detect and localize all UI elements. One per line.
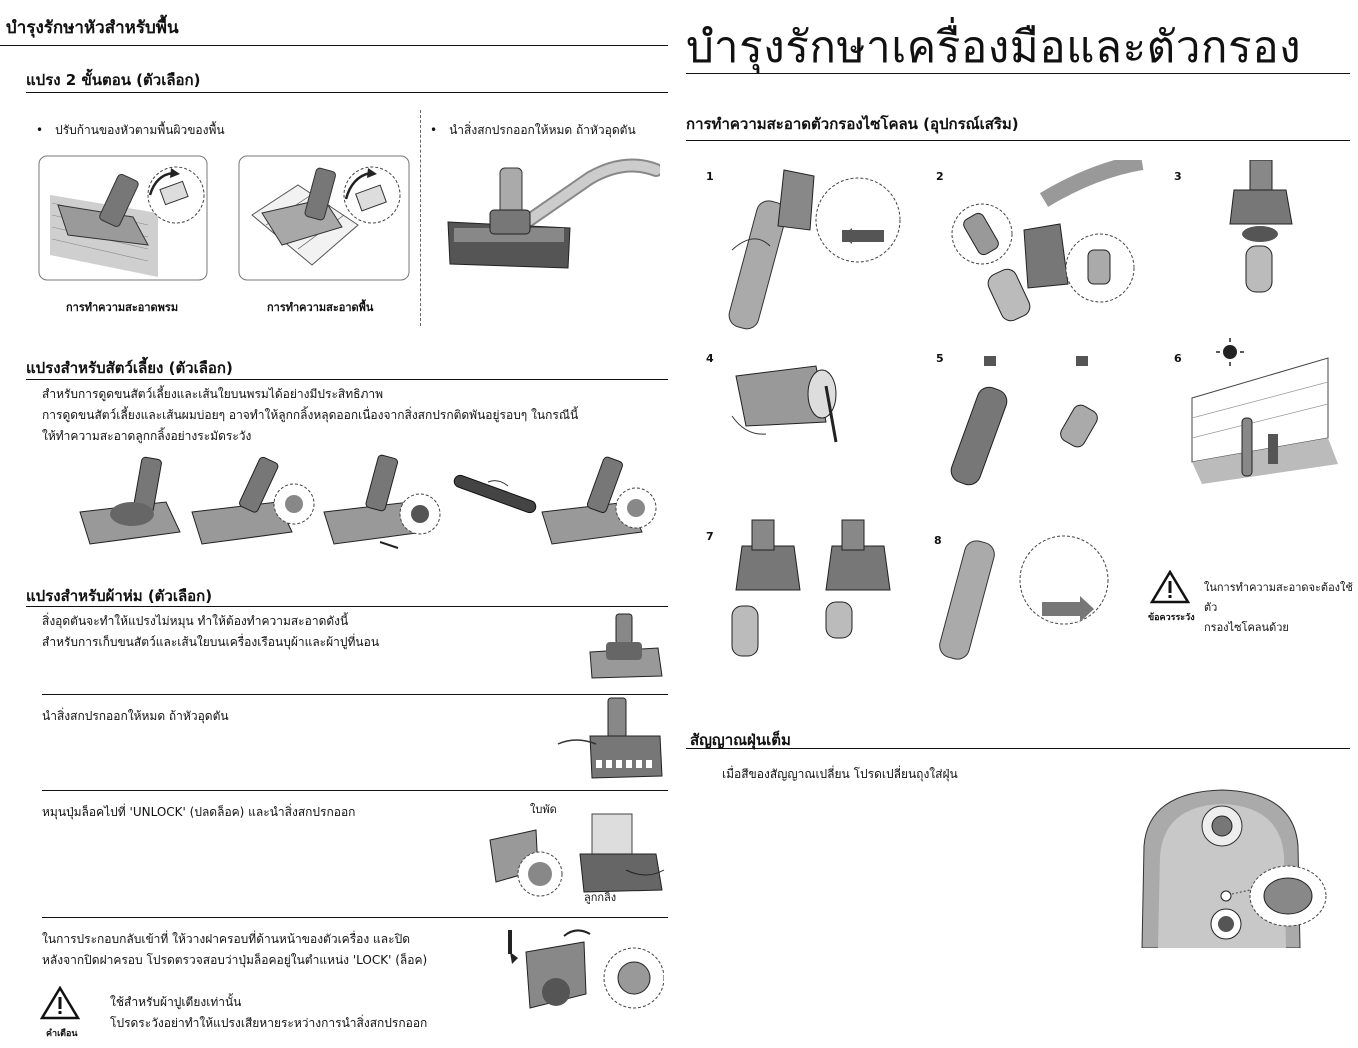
- pet-text-line-2: การดูดขนสัตว์เลี้ยงและเส้นผมบ่อยๆ อาจทำใ…: [42, 408, 579, 422]
- two-step-bullet-right: นำสิ่งสกปรกออกให้หมด ถ้าหัวอุดตัน: [430, 120, 636, 141]
- unlock-illustration: [476, 810, 670, 900]
- mattress-rule-2: [42, 694, 668, 695]
- right-title-rule: [686, 73, 1350, 74]
- left-title-rule: [0, 45, 668, 46]
- step-1-illustration: [724, 160, 906, 330]
- right-page-title: บำรุงรักษาเครื่องมือและตัวกรอง: [686, 22, 1302, 73]
- step-number: 8: [934, 534, 942, 547]
- caution-line-2: กรองไซโคลนด้วย: [1204, 621, 1289, 634]
- floor-mode-illustration: [238, 155, 410, 281]
- pet-text: สำหรับการดูดขนสัตว์เลี้ยงและเส้นใยบนพรมไ…: [42, 384, 578, 447]
- step-number: 3: [1174, 170, 1182, 183]
- mattress-p4: ในการประกอบกลับเข้าที่ ให้วางฝาครอบที่ด้…: [42, 929, 427, 971]
- warning-label: คำเตือน: [46, 1029, 78, 1039]
- step-number: 7: [706, 530, 714, 543]
- step-number: 5: [936, 352, 944, 365]
- caption-floor: การทำความสะอาดพื้น: [267, 301, 374, 314]
- dust-heading: สัญญาณฝุ่นเต็ม: [690, 731, 791, 749]
- step-number: 6: [1174, 352, 1182, 365]
- two-step-divider: [420, 110, 421, 326]
- two-step-heading: แปรง 2 ขั้นตอน (ตัวเลือก): [26, 71, 201, 89]
- pet-text-line-1: สำหรับการดูดขนสัตว์เลี้ยงและเส้นใยบนพรมไ…: [42, 387, 384, 401]
- reassemble-illustration: [504, 922, 664, 1022]
- mattress-rule-3: [42, 790, 668, 791]
- pet-heading: แปรงสำหรับสัตว์เลี้ยง (ตัวเลือก): [26, 359, 233, 377]
- mattress-p3: หมุนปุ่มล็อคไปที่ 'UNLOCK' (ปลดล็อค) และ…: [42, 805, 356, 819]
- step-number: 1: [706, 170, 714, 183]
- mattress-heading: แปรงสำหรับผ้าห่ม (ตัวเลือก): [26, 587, 213, 605]
- dust-rule: [686, 748, 1350, 749]
- step-6-illustration: [1188, 338, 1338, 484]
- mattress-p1-line-1: สิ่งอุดตันจะทำให้แปรงไม่หมุน ทำให้ต้องทำ…: [42, 614, 349, 628]
- label-fan: ใบพัด: [530, 803, 557, 816]
- two-step-rule: [26, 92, 668, 93]
- warning-text: ใช้สำหรับผ้าปูเตียงเท่านั้น โปรดระวังอย่…: [110, 992, 427, 1034]
- label-roller: ลูกกลิ้ง: [584, 891, 617, 904]
- mattress-p2: นำสิ่งสกปรกออกให้หมด ถ้าหัวอุดตัน: [42, 709, 229, 723]
- mattress-rule-4: [42, 917, 668, 918]
- caution-icon: [1150, 570, 1190, 604]
- pet-rule: [26, 379, 668, 380]
- two-step-bullet-left: ปรับก้านของหัวตามพื้นผิวของพื้น: [36, 120, 225, 141]
- step-3-illustration: [1220, 160, 1310, 300]
- step-5-illustration: [944, 346, 1128, 486]
- warning-line-2: โปรดระวังอย่าทำให้แปรงเสียหายระหว่างการน…: [110, 1016, 428, 1030]
- step-2-illustration: [944, 160, 1144, 330]
- left-page-title: บำรุงรักษาหัวสำหรับพื้น: [6, 18, 179, 38]
- mattress-tool-illustration: [586, 612, 666, 684]
- carpet-mode-illustration: [38, 155, 208, 281]
- caution-line-1: ในการทำความสะอาดจะต้องใช้ตัว: [1204, 581, 1353, 614]
- mattress-clogged-illustration: [556, 696, 666, 784]
- cyclone-heading: การทำความสะอาดตัวกรองไซโคลน (อุปกรณ์เสริ…: [686, 115, 1019, 133]
- warning-icon: [40, 986, 80, 1020]
- step-4-illustration: [726, 346, 866, 466]
- step-8-illustration: [922, 520, 1112, 660]
- clogged-head-illustration: [440, 148, 660, 274]
- caution-text: ในการทำความสะอาดจะต้องใช้ตัว กรองไซโคลนด…: [1204, 578, 1358, 638]
- step-7-illustration: [722, 516, 892, 662]
- mattress-p1: สิ่งอุดตันจะทำให้แปรงไม่หมุน ทำให้ต้องทำ…: [42, 611, 379, 653]
- step-number: 4: [706, 352, 714, 365]
- mattress-p4-line-1: ในการประกอบกลับเข้าที่ ให้วางฝาครอบที่ด้…: [42, 932, 410, 946]
- caution-label: ข้อควรระวัง: [1148, 613, 1195, 623]
- warning-line-1: ใช้สำหรับผ้าปูเตียงเท่านั้น: [110, 995, 242, 1009]
- mattress-p4-line-2: หลังจากปิดฝาครอบ โปรดตรวจสอบว่าปุ่มล็อคอ…: [42, 953, 428, 967]
- step-number: 2: [936, 170, 944, 183]
- pet-brush-illustrations: [76, 452, 661, 552]
- mattress-p1-line-2: สำหรับการเก็บขนสัตว์และเส้นใยบนเครื่องเร…: [42, 635, 380, 649]
- mattress-rule: [26, 606, 668, 607]
- dust-indicator-illustration: [1138, 786, 1330, 948]
- caption-carpet: การทำความสะอาดพรม: [66, 301, 179, 314]
- pet-text-line-3: ให้ทำความสะอาดลูกกลิ้งอย่างระมัดระวัง: [42, 429, 252, 443]
- dust-text: เมื่อสีของสัญญาณเปลี่ยน โปรดเปลี่ยนถุงใส…: [722, 767, 958, 781]
- cyclone-rule: [686, 140, 1350, 141]
